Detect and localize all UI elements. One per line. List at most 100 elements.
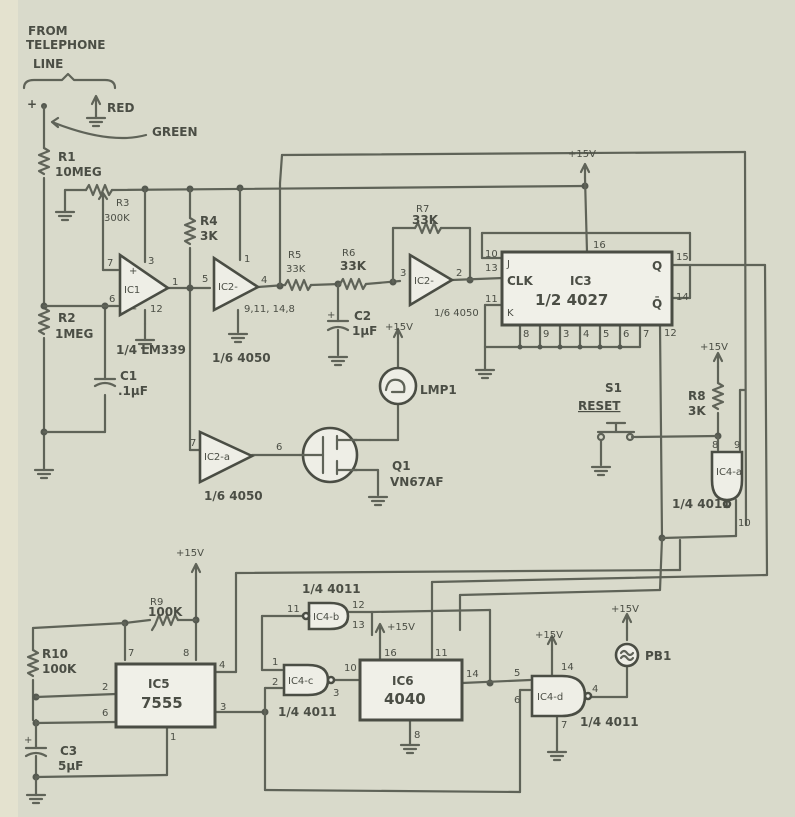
r3-value: 300K bbox=[104, 213, 130, 224]
ic2b-buffer: IC2- 5 1 4 9,11, 14,8 1/6 4050 bbox=[202, 254, 295, 365]
lmp1-ref: LMP1 bbox=[420, 383, 457, 397]
pin: 1 bbox=[244, 254, 250, 265]
pin: 2 bbox=[272, 677, 278, 688]
pin: 13 bbox=[352, 620, 365, 631]
pin: 1 bbox=[172, 277, 178, 288]
r8-ref: R8 bbox=[688, 389, 706, 403]
c2-ref: C2 bbox=[354, 309, 371, 323]
ic1-comparator: + − IC1 7 3 6 1 12 1/4 LM339 bbox=[107, 252, 186, 357]
supply-label: +15V bbox=[535, 630, 563, 641]
ic4c-nand: IC4-c 1 2 3 1/4 4011 bbox=[272, 657, 339, 719]
pin: 3 bbox=[400, 268, 406, 279]
r6-ref: R6 bbox=[342, 248, 355, 259]
pin: 6 bbox=[109, 294, 115, 305]
pin: 6 bbox=[514, 695, 520, 706]
pin: 4 bbox=[583, 329, 589, 340]
ic2c-part: 1/6 4050 bbox=[434, 308, 479, 319]
r3-potentiometer bbox=[84, 183, 114, 197]
pin: 9 bbox=[543, 329, 549, 340]
ic4b-ref: IC4-b bbox=[313, 612, 339, 623]
ic3-ref: IC3 bbox=[570, 274, 592, 288]
ic2a-ref: IC2-a bbox=[204, 452, 230, 463]
ic4b-nand: IC4-b 11 12 13 1/4 4011 bbox=[287, 582, 365, 631]
q1-ref: Q1 bbox=[392, 459, 411, 473]
red-label: RED bbox=[107, 101, 134, 115]
ic2b-part: 1/6 4050 bbox=[212, 351, 271, 365]
page-edge bbox=[0, 0, 18, 817]
ic6-part: 4040 bbox=[384, 690, 426, 708]
pin: 13 bbox=[485, 263, 498, 274]
ic4c-part: 1/4 4011 bbox=[278, 705, 337, 719]
r7-value: 33K bbox=[412, 213, 439, 227]
r3-ref: R3 bbox=[116, 198, 129, 209]
ic5-ref: IC5 bbox=[148, 677, 170, 691]
c2-value: 1µF bbox=[352, 324, 377, 338]
r6-resistor bbox=[338, 277, 368, 291]
ic3-part: 1/2 4027 bbox=[535, 291, 608, 309]
ic1-ref: IC1 bbox=[124, 285, 140, 296]
pin: 3 bbox=[333, 688, 339, 699]
pin: 3 bbox=[148, 256, 154, 267]
r5-resistor bbox=[283, 278, 313, 292]
green-arrow bbox=[50, 116, 148, 140]
r7-ref: R7 bbox=[416, 204, 429, 215]
pin: 16 bbox=[384, 648, 397, 659]
telephone-label: TELEPHONE bbox=[26, 38, 106, 52]
telephone-line-label: FROM TELEPHONE LINE + RED GREEN bbox=[22, 24, 198, 140]
ic5-timer: IC5 7555 7 8 4 2 6 3 1 +15V bbox=[102, 548, 226, 743]
ic3-k: K bbox=[507, 308, 514, 319]
pin: 9 bbox=[734, 440, 740, 451]
r10-value: 100K bbox=[42, 662, 77, 676]
pin: 7 bbox=[190, 438, 196, 449]
pin: 12 bbox=[664, 328, 677, 339]
pin: 1 bbox=[170, 732, 176, 743]
ic2c-buffer: IC2- 3 2 1/6 4050 bbox=[400, 252, 479, 319]
ic4a-part: 1/4 4011 bbox=[672, 497, 731, 511]
ic4a-ref: IC4-a bbox=[716, 467, 742, 478]
pb1-buzzer: PB1 +15V bbox=[611, 604, 671, 668]
ic4d-part: 1/4 4011 bbox=[580, 715, 639, 729]
ic2b-ref: IC2- bbox=[218, 282, 238, 293]
pin: 6 bbox=[623, 329, 629, 340]
component-labels: R1 10MEG R2 1MEG R3 300K R4 3K R5 33K R6… bbox=[24, 150, 706, 773]
pin: 5 bbox=[202, 274, 208, 285]
ic6-ref: IC6 bbox=[392, 674, 414, 688]
pin: 14 bbox=[561, 662, 574, 673]
plus-label: + bbox=[27, 97, 37, 111]
ic4b-part: 1/4 4011 bbox=[302, 582, 361, 596]
r2-value: 1MEG bbox=[55, 327, 93, 341]
pin: 3 bbox=[220, 702, 226, 713]
pin: 6 bbox=[276, 442, 282, 453]
r9-ref: R9 bbox=[150, 597, 163, 608]
ic3-j: J bbox=[506, 259, 510, 270]
pin: 8 bbox=[523, 329, 529, 340]
pin: 5 bbox=[603, 329, 609, 340]
pin: 11 bbox=[287, 604, 300, 615]
pin: 8 bbox=[414, 730, 420, 741]
r5-ref: R5 bbox=[288, 250, 301, 261]
pin: 7 bbox=[107, 258, 113, 269]
ic2a-part: 1/6 4050 bbox=[204, 489, 263, 503]
supply-label: +15V bbox=[385, 322, 413, 333]
ic1-plus: + bbox=[129, 266, 137, 277]
pin: 10 bbox=[738, 518, 751, 529]
pin: 7 bbox=[128, 648, 134, 659]
r4-resistor bbox=[183, 216, 197, 246]
r8-resistor bbox=[711, 381, 725, 411]
supply-label: +15V bbox=[700, 342, 728, 353]
pin: 10 bbox=[485, 249, 498, 260]
supply-label: +15V bbox=[568, 149, 596, 160]
c3-ref: C3 bbox=[60, 744, 77, 758]
ic4d-ref: IC4-d bbox=[537, 692, 563, 703]
r1-ref: R1 bbox=[58, 150, 76, 164]
ic3-qbar: Q̄ bbox=[652, 296, 662, 311]
ic4d-nand: IC4-d 5 6 14 4 7 1/4 4011 +15V bbox=[514, 630, 639, 731]
brace bbox=[22, 72, 117, 90]
r4-value: 3K bbox=[200, 229, 218, 243]
s1-reset-switch[interactable]: S1 RESET bbox=[578, 381, 622, 413]
supply-labels: +15V +15V +15V bbox=[385, 149, 728, 353]
pin: 2 bbox=[456, 268, 462, 279]
pb1-ref: PB1 bbox=[645, 649, 671, 663]
s1-label: RESET bbox=[578, 399, 621, 413]
pin: 4 bbox=[592, 684, 598, 695]
